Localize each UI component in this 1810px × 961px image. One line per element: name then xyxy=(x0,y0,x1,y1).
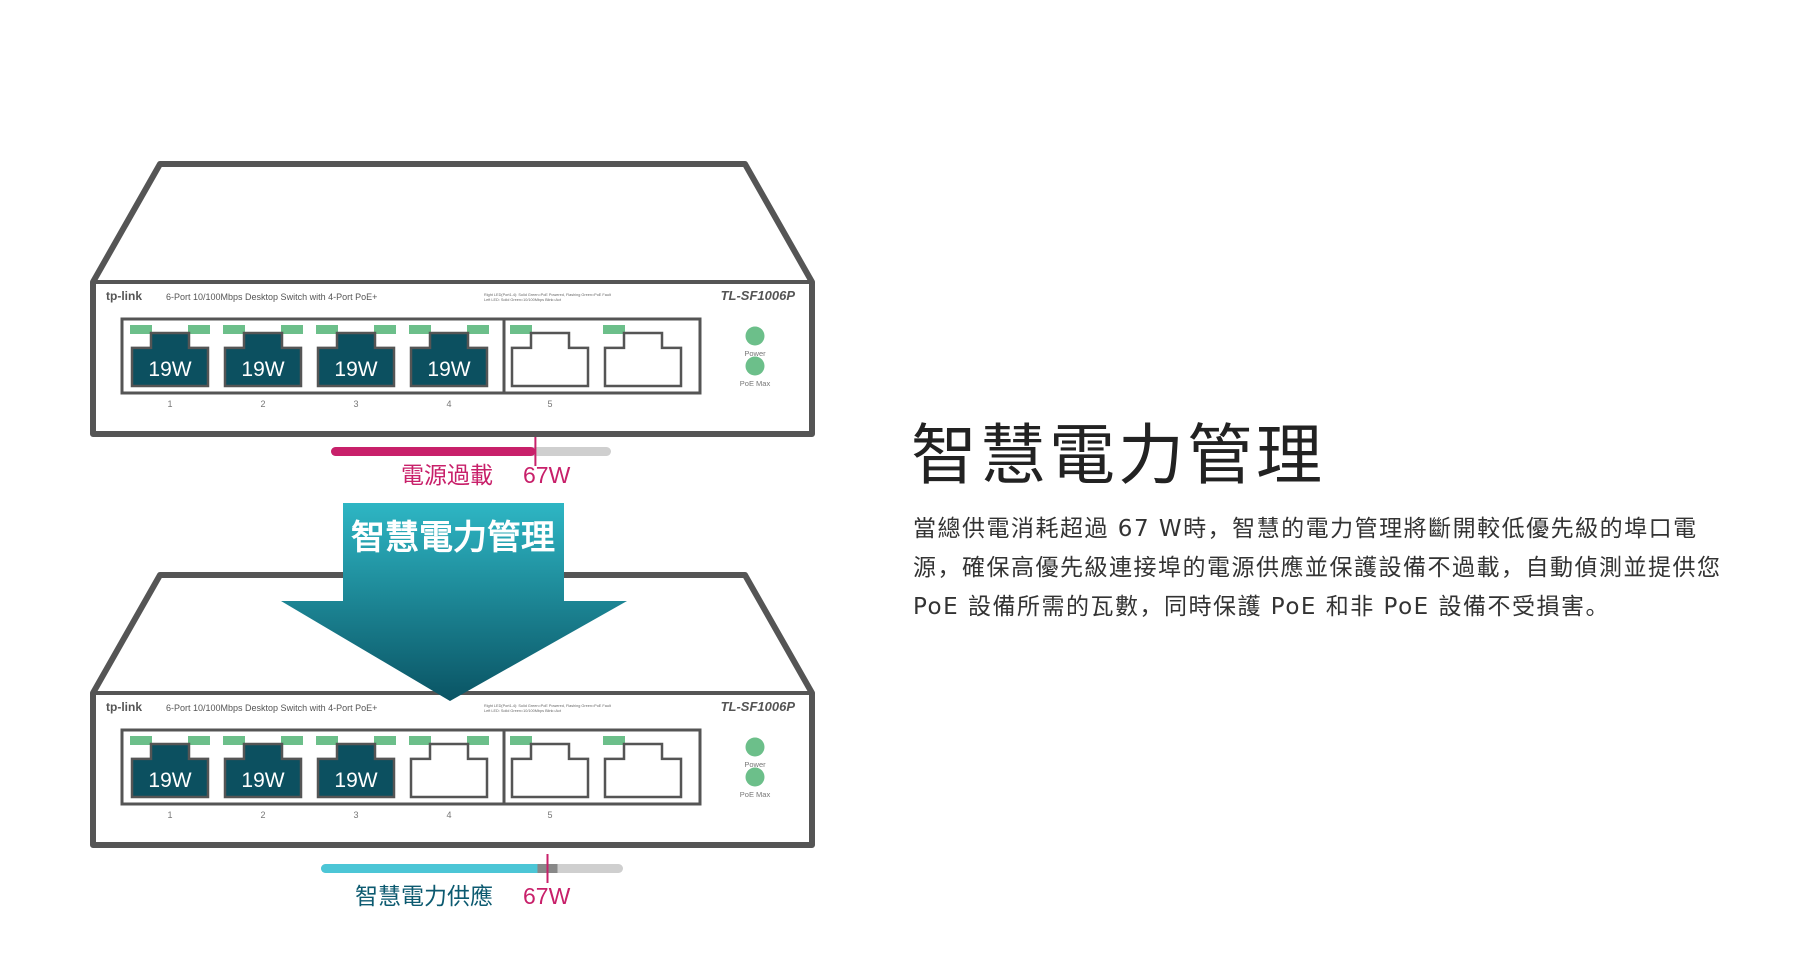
port-number: 3 xyxy=(353,810,358,820)
ethernet-port-icon xyxy=(603,742,683,799)
port-3: 19W 3 xyxy=(316,325,396,409)
budget-fill xyxy=(331,447,536,456)
model-name: TL-SF1006P xyxy=(721,288,796,303)
brand-logo: tp-link xyxy=(106,289,142,303)
switch-description: 6-Port 10/100Mbps Desktop Switch with 4-… xyxy=(166,703,377,713)
diagram-stage: tp-link 6-Port 10/100Mbps Desktop Switch … xyxy=(90,161,815,909)
port-number: 5 xyxy=(547,810,552,820)
port-3: 19W 3 xyxy=(316,736,396,820)
port-left-led xyxy=(223,736,245,745)
port-right-led xyxy=(374,736,396,745)
port-left-led xyxy=(510,325,532,334)
budget-limit-label: 67W xyxy=(523,462,571,488)
port-6 xyxy=(603,736,683,799)
switch-2: tp-link 6-Port 10/100Mbps Desktop Switch … xyxy=(90,572,815,848)
power-budget-bar-2: 智慧電力供應 67W xyxy=(321,854,623,909)
port-right-led xyxy=(281,325,303,334)
port-left-led xyxy=(316,325,338,334)
port-left-led xyxy=(409,736,431,745)
port-number: 1 xyxy=(167,399,172,409)
poe-max-led-label: PoE Max xyxy=(740,379,771,388)
power-led-icon xyxy=(745,326,765,346)
power-led-label: Power xyxy=(744,349,766,358)
port-right-led xyxy=(188,736,210,745)
switch-description: 6-Port 10/100Mbps Desktop Switch with 4-… xyxy=(166,292,377,302)
page-title: 智慧電力管理 xyxy=(911,417,1325,494)
port-wattage-label: 19W xyxy=(427,358,470,381)
port-number: 2 xyxy=(260,810,265,820)
port-left-led xyxy=(603,325,625,334)
port-2: 19W 2 xyxy=(223,736,303,820)
led-legend-line1: Right LED(Port1-4): Solid Green=PoE Powe… xyxy=(484,704,612,708)
ethernet-port-icon xyxy=(316,742,396,799)
budget-status-label: 電源過載 xyxy=(401,462,493,488)
port-right-led xyxy=(467,325,489,334)
power-led-icon xyxy=(745,737,765,757)
ethernet-port-icon xyxy=(223,742,303,799)
port-right-led xyxy=(467,736,489,745)
ethernet-port-icon xyxy=(130,742,210,799)
poe-max-led-icon xyxy=(745,356,765,376)
port-number: 2 xyxy=(260,399,265,409)
led-legend-line2: Left LED: Solid Green=10/100Mbps Blink=A… xyxy=(484,298,562,302)
port-left-led xyxy=(130,736,152,745)
poe-max-led-label: PoE Max xyxy=(740,790,771,799)
port-right-led xyxy=(374,325,396,334)
port-wattage-label: 19W xyxy=(334,769,377,792)
feature-description: 當總供電消耗超過 67 W時，智慧的電力管理將斷開較低優先級的埠口電源，確保高優… xyxy=(913,516,1722,620)
smart-power-arrow: 智慧電力管理 xyxy=(281,503,627,701)
ethernet-port-icon xyxy=(409,742,489,799)
port-left-led xyxy=(223,325,245,334)
port-4: 4 xyxy=(409,736,489,820)
port-1: 19W 1 xyxy=(130,736,210,820)
port-6 xyxy=(603,325,683,388)
ethernet-port-icon xyxy=(130,331,210,388)
poe-max-led-icon xyxy=(745,767,765,787)
budget-fill xyxy=(321,864,542,873)
port-1: 19W 1 xyxy=(130,325,210,409)
port-wattage-label: 19W xyxy=(334,358,377,381)
port-left-led xyxy=(409,325,431,334)
port-number: 4 xyxy=(446,810,451,820)
led-legend-line1: Right LED(Port1-4): Solid Green=PoE Powe… xyxy=(484,293,612,297)
port-left-led xyxy=(603,736,625,745)
brand-logo: tp-link xyxy=(106,700,142,714)
switch-1: tp-link 6-Port 10/100Mbps Desktop Switch … xyxy=(90,161,815,437)
ethernet-port-icon xyxy=(316,331,396,388)
port-wattage-label: 19W xyxy=(148,769,191,792)
ethernet-port-icon xyxy=(409,331,489,388)
port-2: 19W 2 xyxy=(223,325,303,409)
ethernet-port-icon xyxy=(510,742,590,799)
down-arrow-icon xyxy=(281,503,627,701)
port-left-led xyxy=(510,736,532,745)
ethernet-port-icon xyxy=(223,331,303,388)
port-wattage-label: 19W xyxy=(241,769,284,792)
budget-limit-label: 67W xyxy=(523,883,571,909)
port-number: 4 xyxy=(446,399,451,409)
port-wattage-label: 19W xyxy=(241,358,284,381)
model-name: TL-SF1006P xyxy=(721,699,796,714)
budget-status-label: 智慧電力供應 xyxy=(355,883,493,909)
port-4: 19W 4 xyxy=(409,325,489,409)
port-right-led xyxy=(188,325,210,334)
power-budget-bar-1: 電源過載 67W xyxy=(331,437,611,488)
port-number: 5 xyxy=(547,399,552,409)
led-legend-line2: Left LED: Solid Green=10/100Mbps Blink=A… xyxy=(484,709,562,713)
port-wattage-label: 19W xyxy=(148,358,191,381)
port-5: 5 xyxy=(510,736,590,820)
power-led-label: Power xyxy=(744,760,766,769)
ethernet-port-icon xyxy=(510,331,590,388)
port-5: 5 xyxy=(510,325,590,409)
port-number: 1 xyxy=(167,810,172,820)
port-number: 3 xyxy=(353,399,358,409)
port-right-led xyxy=(281,736,303,745)
port-left-led xyxy=(130,325,152,334)
ethernet-port-icon xyxy=(603,331,683,388)
port-left-led xyxy=(316,736,338,745)
arrow-label: 智慧電力管理 xyxy=(351,519,555,557)
